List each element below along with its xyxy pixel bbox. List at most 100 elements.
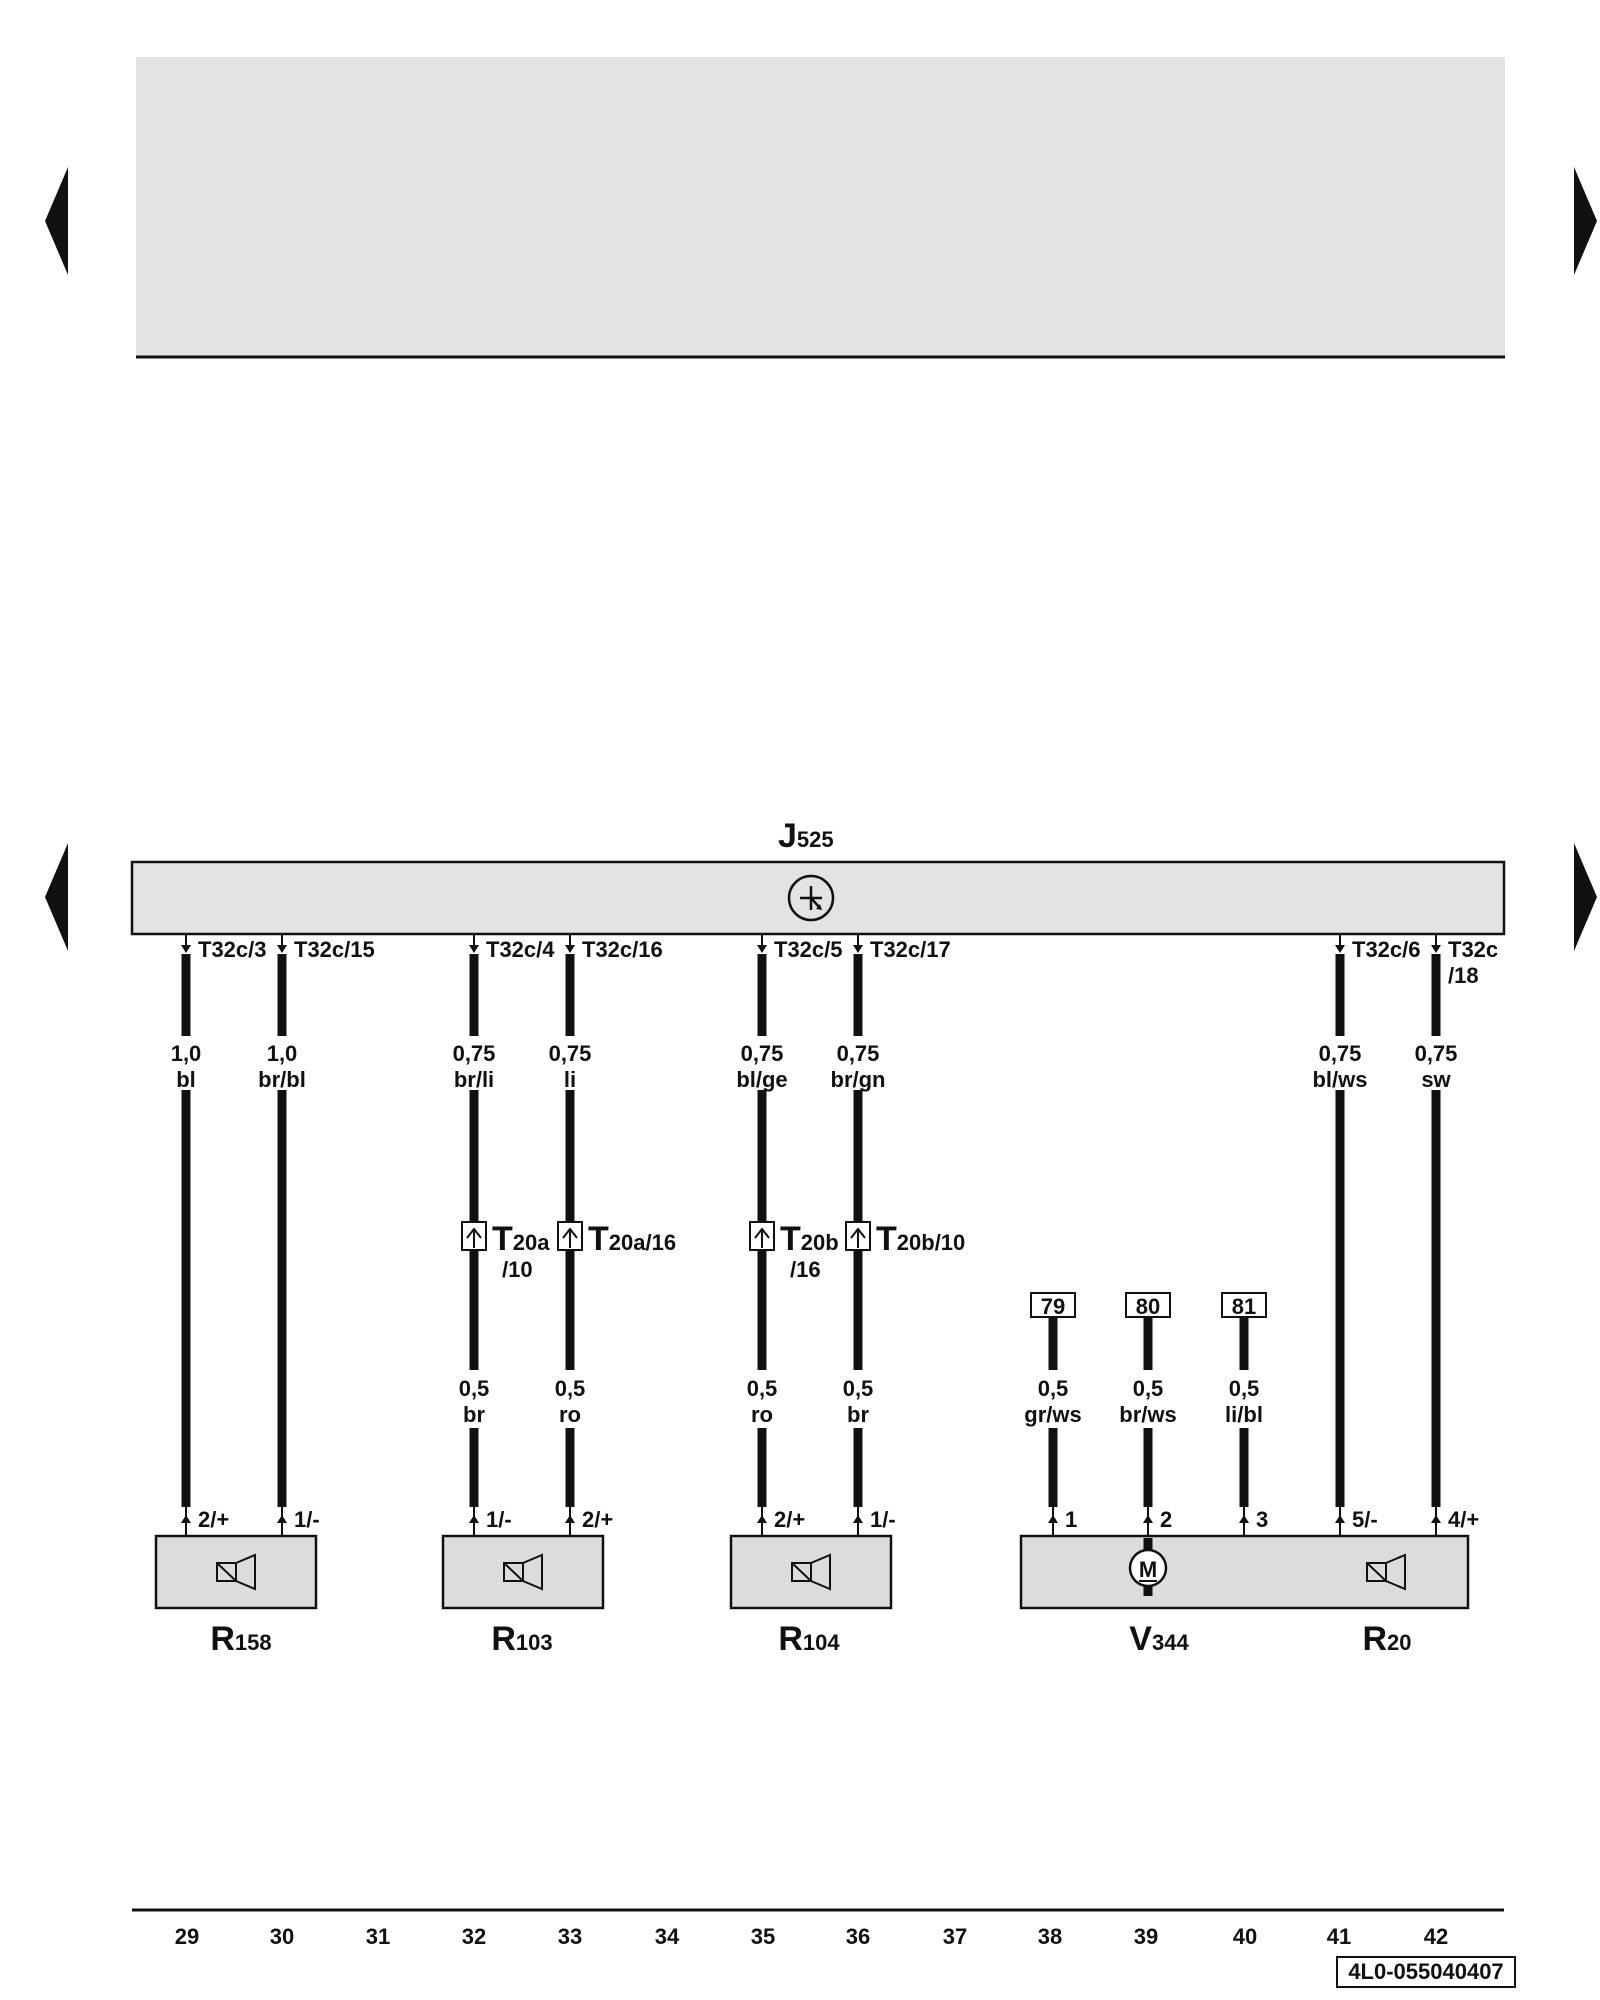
- page-next-arrow-bottom[interactable]: [1574, 843, 1597, 951]
- wire-color: bl/ge: [736, 1067, 787, 1092]
- wire-size: 0,5: [747, 1376, 778, 1401]
- labels-layer: T32c/31,0blT32c/151,0br/blT32c/40,75br/l…: [171, 937, 1498, 1532]
- reference-number: 80: [1136, 1294, 1160, 1319]
- connector-symbol: [557, 1221, 583, 1251]
- top-panel: [136, 57, 1505, 357]
- wire-color: br/ws: [1119, 1402, 1176, 1427]
- wire-size: 0,5: [843, 1376, 874, 1401]
- connector-symbol: [461, 1221, 487, 1251]
- reference-box: 80: [1125, 1292, 1171, 1319]
- track-number: 32: [462, 1924, 486, 1949]
- pin-label: /18: [1448, 963, 1479, 988]
- wire-color: sw: [1421, 1067, 1451, 1092]
- pin-label: 1/-: [294, 1507, 320, 1532]
- document-id: 4L0-055040407: [1336, 1956, 1516, 1988]
- pin-label: 3: [1256, 1507, 1268, 1532]
- track-number: 34: [655, 1924, 680, 1949]
- connector-label: T20a: [492, 1220, 550, 1258]
- component-label: R20: [1362, 1620, 1411, 1658]
- pin-label: 2/+: [198, 1507, 229, 1532]
- page-prev-arrow-top[interactable]: [45, 167, 68, 275]
- connector-label-tail: /16: [790, 1257, 821, 1282]
- pin-label: 5/-: [1352, 1507, 1378, 1532]
- track-number: 36: [846, 1924, 870, 1949]
- transistor-icon: [787, 874, 835, 922]
- speaker-icon: [503, 1553, 543, 1591]
- pin-label: 2/+: [774, 1507, 805, 1532]
- wire-color: bl/ws: [1312, 1067, 1367, 1092]
- speaker-icon: [1366, 1553, 1406, 1591]
- pin-label: T32c/15: [294, 937, 375, 962]
- pin-label: 1/-: [486, 1507, 512, 1532]
- wires-layer: [181, 934, 1441, 1536]
- wire-color: br: [847, 1402, 869, 1427]
- track-number: 42: [1424, 1924, 1448, 1949]
- wire-color: li/bl: [1225, 1402, 1263, 1427]
- connector-label: T20a/16: [588, 1220, 676, 1258]
- wire-color: ro: [559, 1402, 581, 1427]
- pin-label: T32c/5: [774, 937, 843, 962]
- track-number: 33: [558, 1924, 582, 1949]
- track-number: 39: [1134, 1924, 1158, 1949]
- reference-box: 81: [1221, 1292, 1267, 1319]
- pin-label: 1: [1065, 1507, 1077, 1532]
- wire-color: bl: [176, 1067, 196, 1092]
- track-number: 29: [175, 1924, 199, 1949]
- track-number: 40: [1233, 1924, 1257, 1949]
- wire-color: br/gn: [831, 1067, 886, 1092]
- wire-size: 0,5: [459, 1376, 490, 1401]
- wire-color: ro: [751, 1402, 773, 1427]
- track-number: 31: [366, 1924, 390, 1949]
- pin-label: 2: [1160, 1507, 1172, 1532]
- pin-label: T32c/17: [870, 937, 951, 962]
- wire-color: gr/ws: [1024, 1402, 1081, 1427]
- pin-label: 2/+: [582, 1507, 613, 1532]
- track-number: 38: [1038, 1924, 1062, 1949]
- motor-symbol-label: M: [1139, 1557, 1157, 1582]
- pin-label: T32c/3: [198, 937, 267, 962]
- pin-label: 1/-: [870, 1507, 896, 1532]
- wire-size: 0,5: [555, 1376, 586, 1401]
- pin-label: T32c/4: [486, 937, 555, 962]
- wire-color: br/li: [454, 1067, 494, 1092]
- wire-size: 0,75: [1319, 1041, 1362, 1066]
- component-v344-r20: [1019, 1534, 1470, 1610]
- speaker-icon: [791, 1553, 831, 1591]
- wire-size: 0,75: [741, 1041, 784, 1066]
- connector-label: T20b/10: [876, 1220, 965, 1258]
- speaker-icon: [216, 1553, 256, 1591]
- reference-number: 79: [1041, 1294, 1065, 1319]
- wire-size: 0,75: [549, 1041, 592, 1066]
- wire-color: br/bl: [258, 1067, 306, 1092]
- connector-symbol: [749, 1221, 775, 1251]
- wire-size: 1,0: [171, 1041, 202, 1066]
- wire-size: 0,75: [1415, 1041, 1458, 1066]
- connector-label: T20b: [780, 1220, 839, 1258]
- wire-size: 1,0: [267, 1041, 298, 1066]
- control-unit-label: J525: [778, 817, 834, 855]
- pin-label: T32c/6: [1352, 937, 1421, 962]
- component-label: R103: [491, 1620, 552, 1658]
- wire-size: 0,5: [1133, 1376, 1164, 1401]
- page-next-arrow-top[interactable]: [1574, 167, 1597, 275]
- pin-label: T32c/16: [582, 937, 663, 962]
- wire-size: 0,5: [1229, 1376, 1260, 1401]
- reference-box: 79: [1030, 1292, 1076, 1319]
- wire-color: br: [463, 1402, 485, 1427]
- connector-label-tail: /10: [502, 1257, 533, 1282]
- wire-size: 0,5: [1038, 1376, 1069, 1401]
- connector-symbol: [845, 1221, 871, 1251]
- pin-label: 4/+: [1448, 1507, 1479, 1532]
- motor-icon: M: [1128, 1538, 1168, 1596]
- page-prev-arrow-bottom[interactable]: [45, 843, 68, 951]
- track-number: 41: [1327, 1924, 1351, 1949]
- pin-label: T32c: [1448, 937, 1498, 962]
- wire-size: 0,75: [453, 1041, 496, 1066]
- component-label: V344: [1129, 1620, 1189, 1658]
- track-number: 37: [943, 1924, 967, 1949]
- component-label: R104: [778, 1620, 840, 1658]
- track-number: 30: [270, 1924, 294, 1949]
